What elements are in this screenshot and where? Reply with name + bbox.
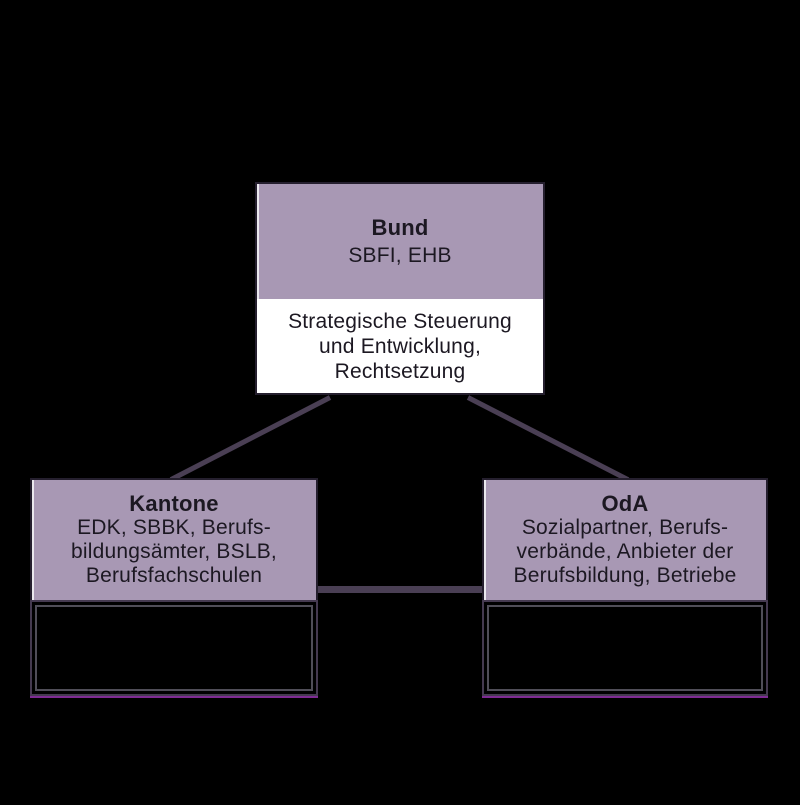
node-kantone-accent-line <box>30 696 318 698</box>
node-bund: Bund SBFI, EHB Strategische Steuerung un… <box>255 182 545 395</box>
node-oda-empty-box-inner <box>487 605 763 691</box>
node-kantone-title: Kantone <box>129 491 219 516</box>
node-bund-body: Strategische Steuerung und Entwicklung, … <box>255 299 545 395</box>
node-oda-subtitle: Sozialpartner, Berufs- verbände, Anbiete… <box>513 516 737 587</box>
node-oda-accent-line <box>482 696 768 698</box>
node-bund-body-text: Strategische Steuerung und Entwicklung, … <box>288 309 512 383</box>
node-oda-empty-box <box>482 600 768 696</box>
node-kantone-subtitle: EDK, SBBK, Berufs- bildungsämter, BSLB, … <box>71 516 277 587</box>
connector-bund-kantone <box>169 395 332 482</box>
connector-bund-oda <box>466 395 630 483</box>
connector-kantone-oda <box>318 586 482 593</box>
node-bund-header: Bund SBFI, EHB <box>255 182 545 299</box>
node-kantone: Kantone EDK, SBBK, Berufs- bildungsämter… <box>30 478 318 698</box>
node-oda-title: OdA <box>601 491 649 516</box>
node-oda-header: OdA Sozialpartner, Berufs- verbände, Anb… <box>482 478 768 600</box>
node-oda: OdA Sozialpartner, Berufs- verbände, Anb… <box>482 478 768 698</box>
node-kantone-header: Kantone EDK, SBBK, Berufs- bildungsämter… <box>30 478 318 600</box>
node-kantone-empty-box-inner <box>35 605 313 691</box>
node-bund-subtitle: SBFI, EHB <box>348 243 452 267</box>
node-kantone-empty-box <box>30 600 318 696</box>
node-bund-title: Bund <box>371 214 429 240</box>
